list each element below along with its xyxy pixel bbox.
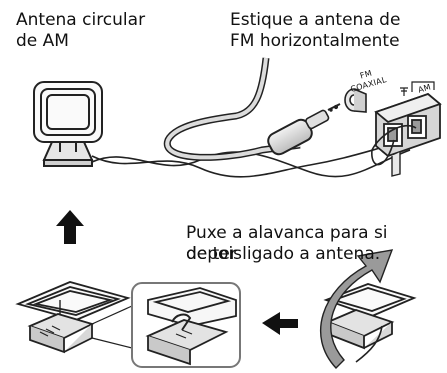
am-loop-label-line2: de AM <box>16 31 69 51</box>
am-lead-wire-icon <box>91 139 411 178</box>
arrow-up-icon <box>56 210 84 244</box>
lever-instruction-line1: Puxe a alavanca para si depois <box>186 223 388 264</box>
fm-wire-antenna-icon <box>163 57 341 161</box>
antenna-terminal-panel-icon <box>374 81 442 177</box>
am-loop-assembly-icon <box>15 281 131 354</box>
fm-coaxial-jack-icon <box>344 88 367 113</box>
lever-instruction-line2: de ter ligado a antena. <box>186 244 381 264</box>
am-lead-ends-icon <box>371 125 417 166</box>
am-loop-label-line1: Antena circular <box>16 10 146 30</box>
arrow-left-icon <box>262 312 298 335</box>
rotate-arrow-icon <box>319 249 394 370</box>
am-loop-antenna-icon <box>33 81 103 167</box>
rotate-loop-icon <box>323 283 417 350</box>
fm-instruction-line2: FM horizontalmente <box>230 31 400 51</box>
fm-instruction-line1: Estique a antena de <box>230 10 401 30</box>
detail-inset-icon <box>91 282 241 368</box>
